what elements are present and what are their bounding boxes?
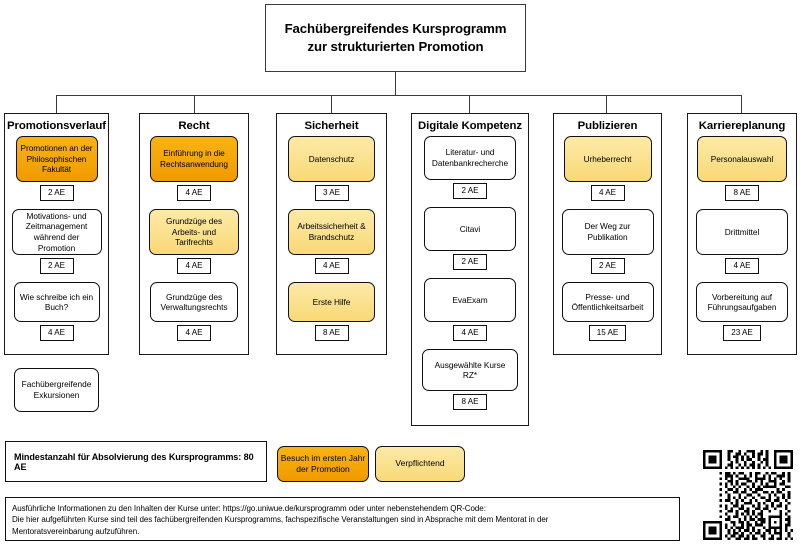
course-box-exkursionen[interactable]: Fachübergreifende Exkursionen	[14, 368, 99, 412]
course-ae-badge: 2 AE	[39, 258, 74, 275]
page-title-line-2: zur strukturierten Promotion	[307, 39, 484, 54]
course-box[interactable]: Grundzüge des Arbeits- und Tarifrechts	[149, 209, 239, 256]
page-title-text: Fachübergreifendes Kursprogramm zur stru…	[285, 20, 507, 56]
course-box[interactable]: Wie schreibe ich ein Buch?	[13, 282, 100, 323]
course-box[interactable]: Citavi	[424, 207, 516, 252]
course-ae-badge: 2 AE	[39, 185, 74, 202]
course-ae-badge: 4 AE	[590, 185, 625, 202]
footer-line-2: Die hier aufgeführten Kurse sind teil de…	[12, 515, 549, 525]
course-box[interactable]: Urheberrecht	[563, 136, 652, 182]
column-heading: Digitale Kompetenz	[418, 120, 522, 132]
connector-bus	[56, 95, 741, 96]
column-digitale-kompetenz: Digitale Kompetenz Literatur- und Datenb…	[411, 113, 529, 426]
course-ae-badge: 2 AE	[590, 258, 625, 275]
column-heading: Publizieren	[577, 120, 638, 132]
course-box[interactable]: Grundzüge des Verwaltungsrechts	[150, 282, 238, 323]
course-ae-badge: 8 AE	[725, 185, 759, 202]
page-title-line-1: Fachübergreifendes Kursprogramm	[284, 21, 507, 37]
course-box[interactable]: Vorbereitung auf Führungsaufgaben	[696, 282, 788, 323]
course-box[interactable]: Datenschutz	[288, 136, 375, 182]
course-box[interactable]: Personalauswahl	[697, 136, 787, 182]
course-ae-badge: 2 AE	[453, 254, 487, 271]
course-ae-badge: 4 AE	[177, 325, 211, 342]
column-sicherheit: Sicherheit Datenschutz 3 AE Arbeitssiche…	[276, 113, 387, 355]
course-ae-badge: 23 AE	[723, 325, 761, 342]
legend-minimum-note: Mindestanzahl für Absolvierung des Kursp…	[5, 441, 267, 482]
connector-drop-5	[606, 95, 607, 113]
column-karriereplanung: Karriereplanung Personalauswahl 8 AE Dri…	[687, 113, 797, 355]
footer-line-1: Ausführliche Informationen zu den Inhalt…	[12, 504, 486, 513]
course-ae-badge: 8 AE	[453, 394, 487, 411]
legend-chip-mandatory-label: Verpflichtend	[395, 458, 445, 469]
legend-minimum-note-text: Mindestanzahl für Absolvierung des Kursp…	[14, 451, 254, 472]
page-title: Fachübergreifendes Kursprogramm zur stru…	[265, 4, 526, 72]
connector-drop-4	[469, 95, 470, 113]
course-box[interactable]: Literatur- und Datenbankrecherche	[424, 136, 516, 180]
column-body: Promotionen an der Philosophischen Fakul…	[5, 136, 108, 349]
course-ae-badge: 4 AE	[314, 258, 349, 275]
course-ae-badge: 15 AE	[588, 325, 627, 342]
column-body: Urheberrecht 4 AE Der Weg zur Publikatio…	[554, 136, 661, 349]
legend-chip-mandatory: Verpflichtend	[375, 446, 465, 482]
course-ae-badge: 4 AE	[453, 325, 487, 342]
course-box[interactable]: Promotionen an der Philosophischen Fakul…	[15, 136, 98, 182]
footer-line-3: Mentoratsvereinbarung aufzuführen.	[12, 526, 140, 536]
column-publizieren: Publizieren Urheberrecht 4 AE Der Weg zu…	[553, 113, 662, 355]
course-box[interactable]: Einführung in die Rechtsanwendung	[150, 136, 238, 182]
connector-drop-2	[194, 95, 195, 113]
qr-code[interactable]	[700, 450, 796, 540]
course-box[interactable]: Ausgewählte Kurse RZ*	[422, 349, 518, 392]
course-box-exkursionen-label: Fachübergreifende Exkursionen	[21, 379, 92, 400]
connector-trunk	[395, 72, 396, 96]
connector-drop-1	[56, 95, 57, 113]
course-box[interactable]: Erste Hilfe	[288, 282, 375, 323]
column-promotionsverlauf: Promotionsverlauf Promotionen an der Phi…	[4, 113, 109, 355]
column-heading: Karriereplanung	[698, 120, 786, 132]
column-body: Datenschutz 3 AE Arbeitssicherheit & Bra…	[277, 136, 386, 349]
course-ae-badge: 4 AE	[725, 258, 759, 275]
column-body: Literatur- und Datenbankrecherche 2 AE C…	[412, 136, 528, 418]
column-heading: Promotionsverlauf	[7, 120, 106, 132]
course-ae-badge: 3 AE	[314, 185, 349, 202]
column-heading: Sicherheit	[304, 120, 359, 132]
course-box[interactable]: Motivations- und Zeitmanagement während …	[11, 209, 102, 256]
connector-drop-3	[331, 95, 332, 113]
course-ae-badge: 4 AE	[177, 258, 211, 275]
course-ae-badge: 4 AE	[177, 185, 211, 202]
course-ae-badge: 8 AE	[314, 325, 349, 342]
course-ae-badge: 2 AE	[453, 183, 487, 200]
course-ae-badge: 4 AE	[39, 325, 74, 342]
footer-note: Ausführliche Informationen zu den Inhalt…	[5, 497, 680, 541]
legend-chip-first-year: Besuch im ersten Jahr der Promotion	[277, 446, 369, 482]
column-body: Einführung in die Rechtsanwendung 4 AE G…	[140, 136, 248, 349]
column-body: Personalauswahl 8 AE Drittmittel 4 AE Vo…	[688, 136, 796, 349]
course-box[interactable]: EvaExam	[424, 278, 516, 323]
course-box[interactable]: Drittmittel	[696, 209, 788, 256]
legend-chip-first-year-label: Besuch im ersten Jahr der Promotion	[280, 452, 366, 474]
course-box[interactable]: Presse- und Öffentlichkeitsarbeit	[561, 282, 654, 323]
column-heading: Recht	[178, 120, 210, 132]
column-recht: Recht Einführung in die Rechtsanwendung …	[139, 113, 249, 355]
connector-drop-6	[741, 95, 742, 113]
course-box[interactable]: Der Weg zur Publikation	[561, 209, 654, 256]
course-box[interactable]: Arbeitssicherheit & Brandschutz	[288, 209, 375, 256]
